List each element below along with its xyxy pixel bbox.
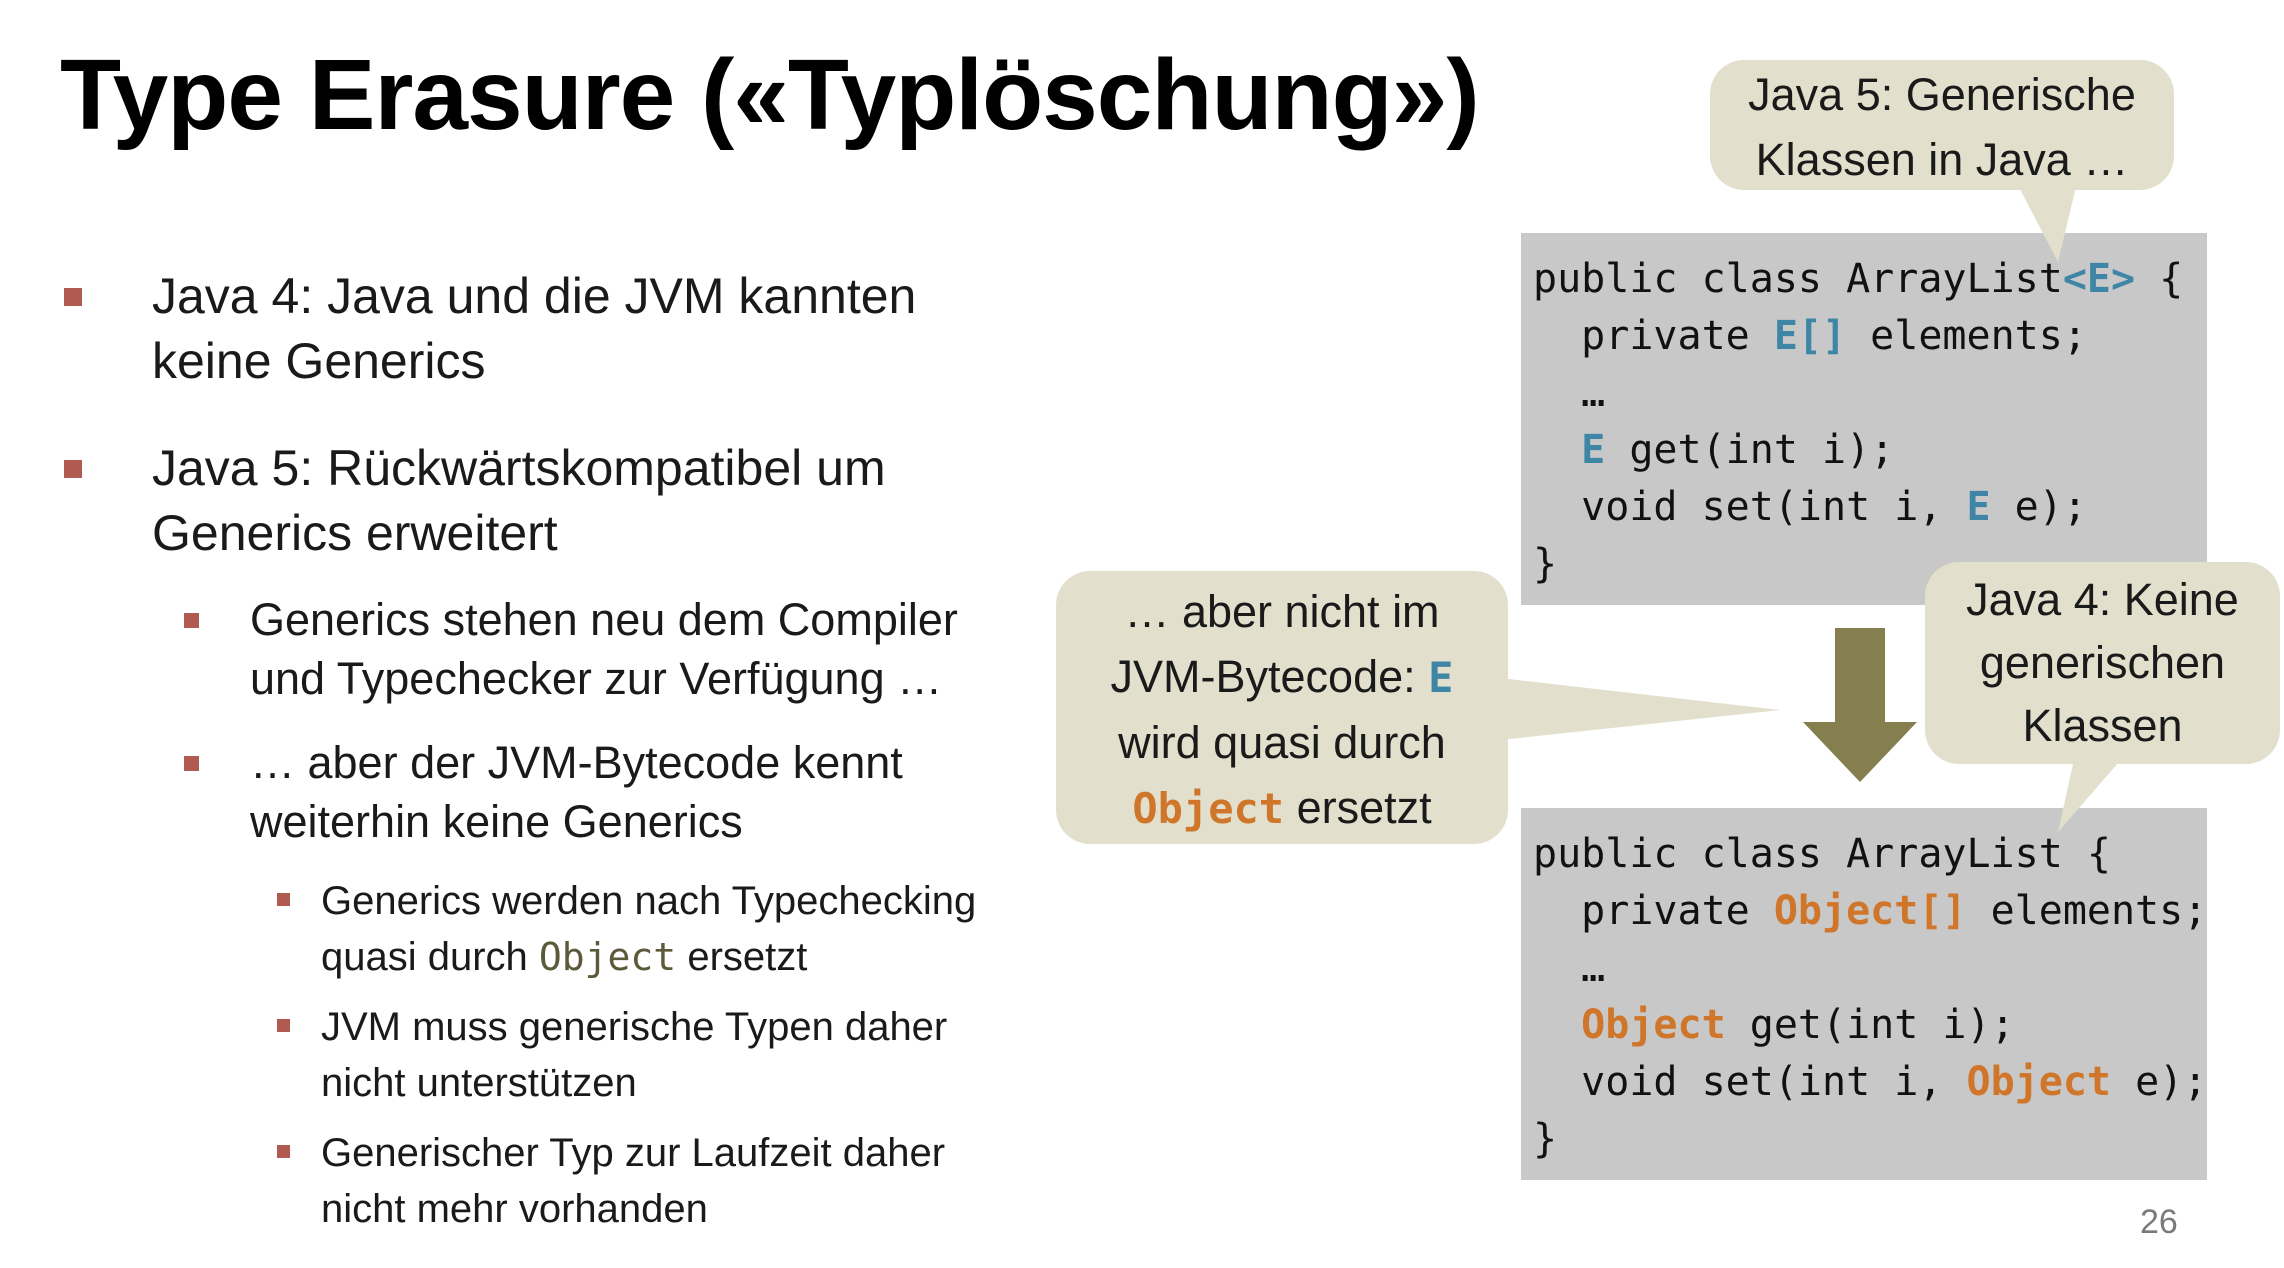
bullet-java4: Java 4: Java und die JVM kannten keine G…	[64, 264, 916, 394]
code-line: }	[1533, 1116, 1558, 1162]
bullet-marker	[64, 288, 82, 306]
inline-code-object: Object	[1132, 783, 1285, 833]
callout-tail-top	[2010, 170, 2080, 262]
code-line: Object get(int i);	[1581, 1002, 2015, 1048]
bullet-marker	[277, 1145, 290, 1158]
bullet-marker	[184, 756, 199, 771]
code-line: }	[1533, 541, 1558, 587]
code-line: private Object[] elements;	[1533, 888, 2208, 934]
bullet-marker	[277, 1019, 290, 1032]
bullet-marker	[277, 893, 290, 906]
code-line: void set(int i, Object e);	[1533, 1059, 2208, 1105]
code-line: public class ArrayList {	[1533, 831, 2111, 877]
page-number: 26	[2140, 1203, 2178, 1241]
inline-code-e: E	[1428, 653, 1454, 703]
bullet-marker	[64, 460, 82, 478]
code-line: private E[] elements;	[1533, 313, 2087, 359]
inline-code-object: Object	[538, 935, 677, 979]
code-block-erased: public class ArrayList { private Object[…	[1521, 808, 2207, 1180]
bullet-java5: Java 5: Rückwärtskompatibel um Generics …	[64, 436, 886, 566]
code-line: void set(int i, E e);	[1533, 484, 2087, 530]
bullet-runtime-type: Generischer Typ zur Laufzeit daher nicht…	[277, 1125, 945, 1237]
bullet-generics-compiler: Generics stehen neu dem Compiler und Typ…	[184, 591, 958, 708]
callout-java4-no-generics: Java 4: Keine generischen Klassen	[1925, 562, 2280, 764]
code-line: public class ArrayList<E> {	[1533, 256, 2184, 302]
callout-tail-left	[1500, 678, 1780, 740]
bullet-jvm-support: JVM muss generische Typen daher nicht un…	[277, 999, 947, 1111]
slide-title: Type Erasure («Typlöschung»)	[60, 39, 1480, 151]
code-line: …	[1533, 945, 1606, 991]
bullet-bytecode-no-generics: … aber der JVM-Bytecode kennt weiterhin …	[184, 734, 903, 851]
callout-not-in-bytecode: … aber nicht im JVM-Bytecode: E wird qua…	[1056, 571, 1508, 844]
callout-java5-generic-classes: Java 5: Generische Klassen in Java …	[1710, 60, 2174, 190]
code-line: E get(int i);	[1581, 427, 1895, 473]
callout-tail-right	[2058, 755, 2125, 832]
bullet-replaced-by-object: Generics werden nach Typechecking quasi …	[277, 873, 976, 985]
bullet-marker	[184, 613, 199, 628]
code-line: …	[1533, 370, 1606, 416]
code-block-generic: public class ArrayList<E> { private E[] …	[1521, 233, 2207, 605]
